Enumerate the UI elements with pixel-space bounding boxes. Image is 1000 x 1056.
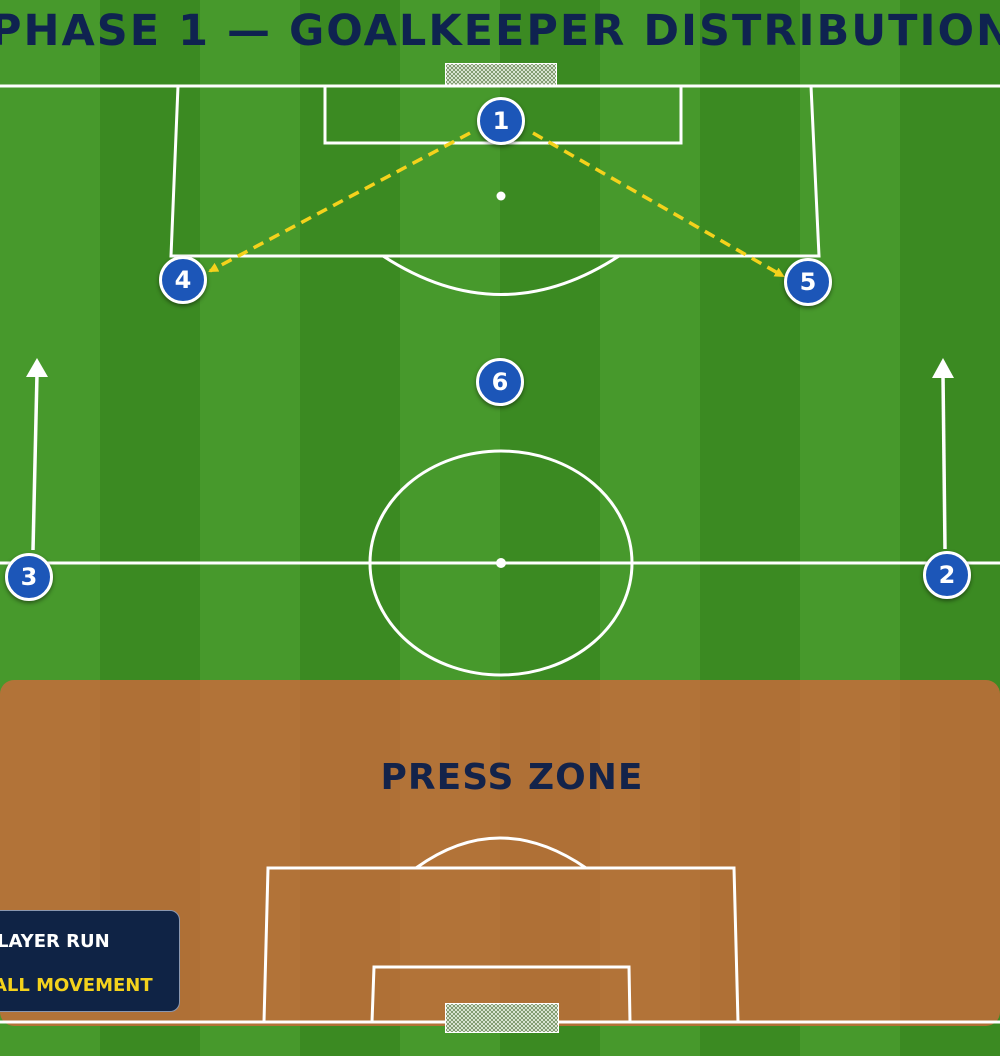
player-number: 2 — [938, 561, 956, 589]
player-marker-3: 3 — [5, 553, 53, 601]
legend-player-run: LAYER RUN — [0, 931, 110, 952]
run-arrow-left — [26, 358, 48, 551]
top-goal — [445, 63, 557, 87]
press-zone — [0, 680, 1000, 1026]
player-number: 3 — [20, 563, 38, 591]
run-arrow-right — [932, 358, 954, 550]
legend-ball-movement: ALL MOVEMENT — [0, 975, 153, 996]
pass-arrow-1-to-5 — [532, 131, 785, 278]
player-marker-2: 2 — [923, 551, 971, 599]
player-number: 6 — [491, 368, 509, 396]
pass-arrow-1-to-4 — [208, 131, 471, 273]
bottom-goal — [445, 1003, 559, 1033]
player-number: 4 — [174, 266, 192, 294]
player-marker-4: 4 — [159, 256, 207, 304]
penalty-spot — [496, 191, 506, 201]
player-marker-1: 1 — [477, 97, 525, 145]
press-zone-label: PRESS ZONE — [380, 757, 644, 798]
legend-box: LAYER RUN ALL MOVEMENT — [0, 910, 180, 1012]
player-marker-6: 6 — [476, 358, 524, 406]
player-marker-5: 5 — [784, 258, 832, 306]
diagram-title: PHASE 1 — GOALKEEPER DISTRIBUTION — [0, 6, 1000, 56]
player-number: 1 — [492, 107, 510, 135]
centre-spot — [496, 558, 506, 568]
player-number: 5 — [799, 268, 817, 296]
